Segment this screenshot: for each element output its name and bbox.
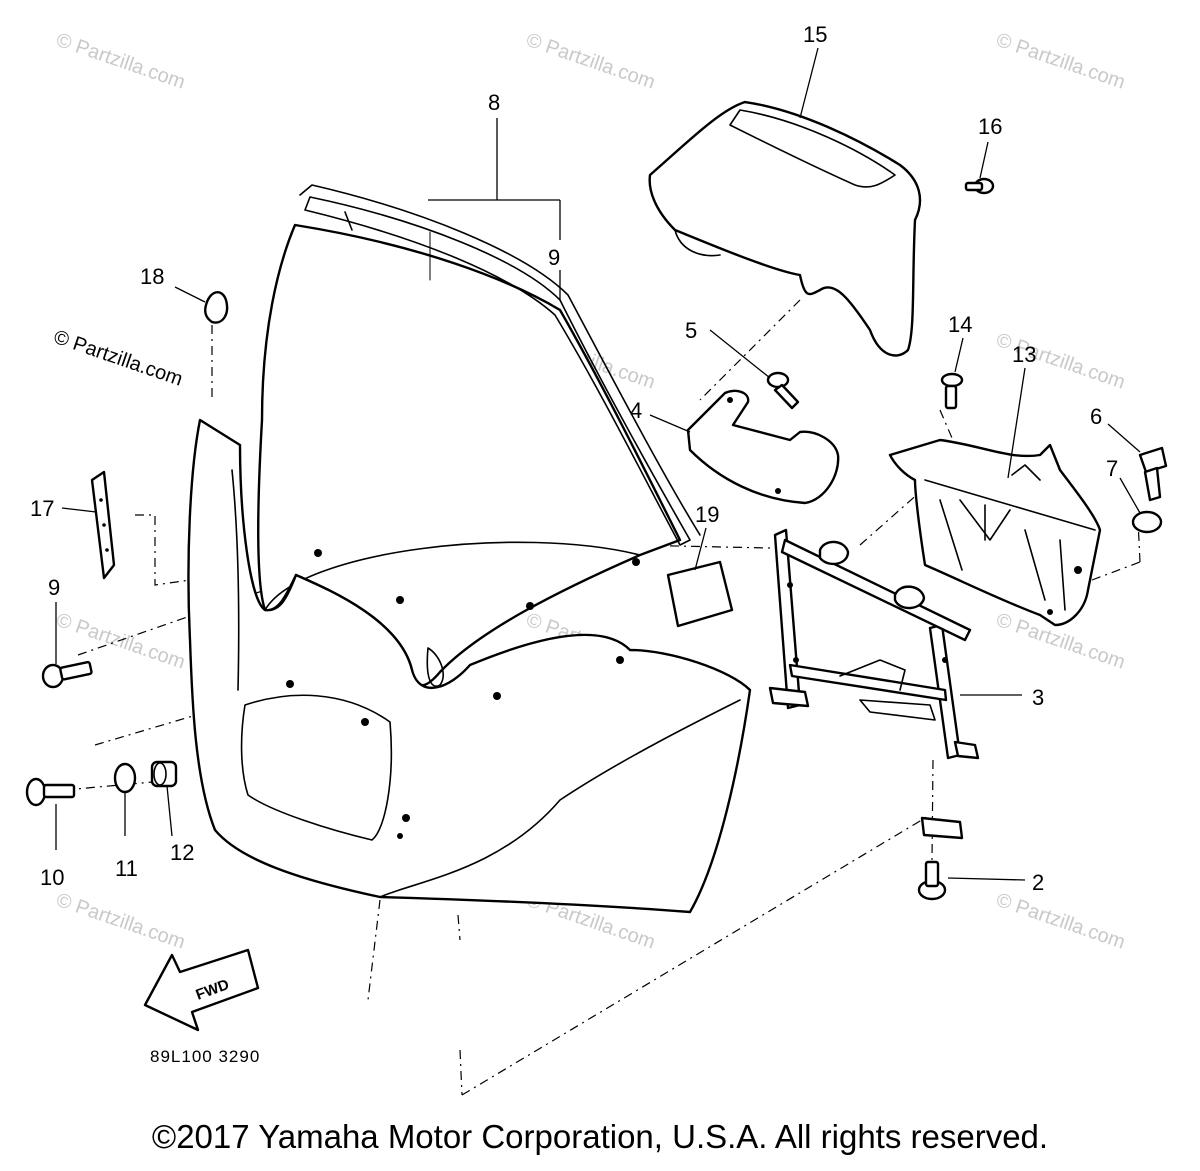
callout-16: 16 (978, 114, 1002, 139)
fwd-arrow-icon: FWD (143, 948, 260, 1032)
bolt-5 (766, 371, 800, 410)
watermark: © Partzilla.com (523, 29, 658, 94)
front-cowling (187, 418, 752, 914)
watermark: © Partzilla.com (53, 889, 188, 954)
watermark: © Partzilla.com (53, 29, 188, 94)
watermark: © Partzilla.com (993, 889, 1128, 954)
callout-8: 8 (488, 90, 500, 115)
callout-9-bolt: 9 (48, 575, 60, 600)
leader-lines (55, 47, 1141, 881)
callout-3: 3 (1032, 685, 1044, 710)
callout-13: 13 (1012, 342, 1036, 367)
callout-6: 6 (1090, 404, 1102, 429)
upper-stay-13 (888, 438, 1102, 627)
bolt-2 (917, 860, 947, 901)
watermark: © Partzilla.com (993, 29, 1128, 94)
callout-10: 10 (40, 865, 64, 890)
assembly-lines (64, 299, 1141, 1096)
collar-12 (150, 760, 178, 788)
bolt-6 (1138, 446, 1168, 502)
bolt-16 (964, 177, 995, 195)
callout-2: 2 (1032, 870, 1044, 895)
pad-19 (666, 560, 734, 628)
lower-stay-3 (768, 528, 980, 840)
bolts (25, 177, 1168, 901)
drawing-code: 89L100 3290 (150, 1047, 260, 1066)
bolt-14 (940, 372, 964, 410)
callout-11: 11 (115, 856, 138, 881)
callout-9: 9 (548, 245, 560, 270)
callout-12: 12 (170, 840, 194, 865)
copyright-notice: ©2017 Yamaha Motor Corporation, U.S.A. A… (151, 1118, 1049, 1155)
callouts: 8 9 15 16 18 5 4 14 13 6 7 17 19 9 3 10 … (30, 22, 1118, 895)
callout-17: 17 (30, 496, 54, 521)
bracket-4 (686, 389, 840, 505)
grommet-18 (204, 291, 229, 324)
washer-7 (1131, 510, 1163, 534)
callout-4: 4 (630, 398, 642, 423)
callout-18: 18 (140, 264, 164, 289)
washer-11 (113, 762, 137, 794)
callout-19: 19 (695, 502, 719, 527)
bolt-9 (41, 660, 93, 689)
callout-5: 5 (685, 318, 697, 343)
meter-cover (648, 100, 922, 357)
callout-7: 7 (1106, 456, 1118, 481)
callout-15: 15 (803, 22, 827, 47)
callout-14: 14 (948, 312, 972, 337)
bolt-10 (25, 777, 76, 807)
damper-strip-17 (90, 470, 116, 580)
